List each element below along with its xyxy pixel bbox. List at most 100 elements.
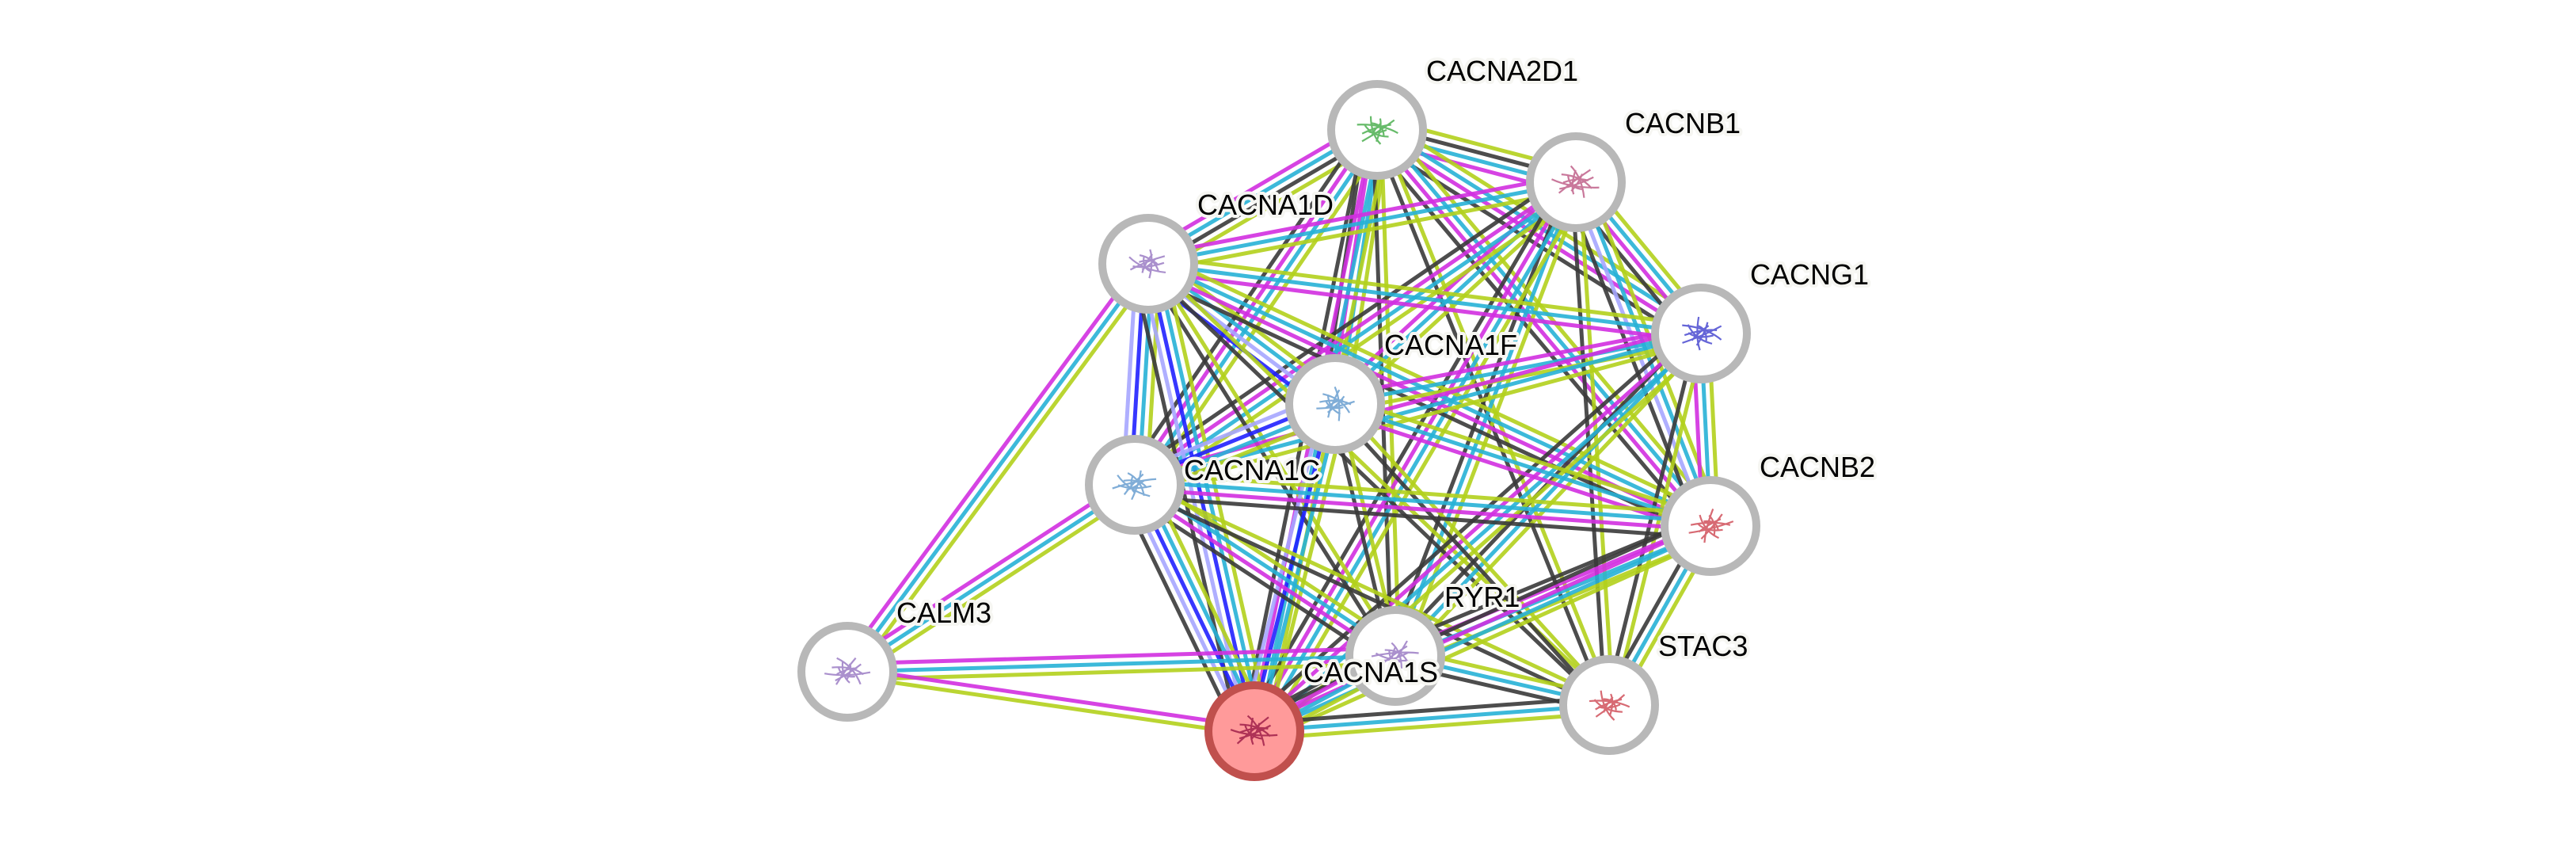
edge-evidence-experiments — [1134, 486, 1710, 532]
protein-structure-blue-icon — [1682, 316, 1722, 351]
edge-CACNA1F-CACNA1S[interactable] — [1241, 400, 1349, 735]
protein-structure-purple-icon — [1128, 249, 1166, 279]
edge-CALM3-RYR1[interactable] — [847, 646, 1396, 682]
edge-evidence-experiments — [1249, 179, 1574, 730]
edge-evidence-database — [847, 654, 1396, 674]
edge-evidence-experiments — [1147, 269, 1701, 344]
node-label: CACNA1C — [1184, 454, 1320, 486]
edge-evidence-database — [1256, 404, 1341, 733]
edge-evidence-experiments — [839, 257, 1143, 669]
edge-evidence-experiments — [1251, 520, 1710, 730]
node-cacng1[interactable]: CACNG1 — [1651, 255, 1872, 383]
edge-CACNA1C-CACNB2[interactable] — [1133, 471, 1712, 540]
node-label: RYR1 — [1444, 581, 1520, 613]
node-cacna1d[interactable]: CACNA1D — [1098, 185, 1337, 314]
node-stac3[interactable]: STAC3 — [1559, 627, 1751, 755]
edge-CACNB1-CACNA1D[interactable] — [1146, 172, 1578, 274]
node-label: CACNA2D1 — [1426, 55, 1578, 87]
protein-structure-multicolor-icon — [1112, 470, 1157, 501]
edge-evidence-cooccurrence — [1248, 402, 1334, 731]
edge-CACNA1C-STAC3[interactable] — [1132, 479, 1612, 711]
edge-CACNA1F-STAC3[interactable] — [1330, 399, 1614, 710]
node-circle[interactable] — [1285, 354, 1385, 454]
edge-evidence-database — [1255, 334, 1705, 736]
edge-evidence-textmining — [852, 267, 1157, 678]
edge-evidence-database — [1393, 181, 1578, 657]
node-label: CACNB1 — [1625, 107, 1741, 139]
edge-evidence-textmining — [1254, 711, 1610, 741]
edge-evidence-coexpression — [1132, 486, 1608, 711]
protein-structure-red-icon — [1688, 509, 1734, 543]
edge-evidence-textmining — [1336, 339, 1703, 414]
node-circle[interactable] — [1345, 606, 1445, 706]
edge-evidence-database — [1378, 126, 1715, 525]
edge-evidence-coexpression — [1570, 182, 1608, 706]
edge-evidence-database — [1135, 478, 1711, 524]
node-label: CALM3 — [896, 597, 991, 629]
node-circle[interactable] — [1559, 655, 1659, 755]
protein-structure-purple-icon — [824, 657, 871, 685]
node-cacna1f[interactable]: CACNA1F — [1285, 326, 1520, 454]
edge-evidence-experiments — [1374, 132, 1700, 339]
edge-evidence-database — [846, 482, 1136, 674]
edge-CACNA1D-RYR1[interactable] — [1143, 261, 1401, 659]
edge-evidence-experiments — [1250, 329, 1700, 730]
node-circle[interactable] — [1651, 284, 1751, 383]
edge-evidence-textmining — [850, 490, 1140, 680]
node-ryr1[interactable]: RYR1 — [1345, 577, 1523, 706]
node-circle[interactable] — [797, 622, 897, 722]
edge-CACNB1-CACNA1S[interactable] — [1242, 175, 1589, 738]
edge-CACNG1-CACNA1S[interactable] — [1245, 322, 1710, 742]
edge-CACNA1C-CALM3[interactable] — [842, 476, 1140, 680]
edge-evidence-coexpression — [1254, 695, 1609, 726]
node-label: CACNA1S — [1303, 656, 1438, 688]
edge-CACNA1D-CALM3[interactable] — [839, 257, 1157, 678]
node-cacna1c[interactable]: CACNA1C — [1085, 435, 1323, 535]
edge-evidence-database — [1147, 180, 1577, 266]
node-cacna2d1[interactable]: CACNA2D1 — [1327, 51, 1581, 180]
node-circle[interactable] — [1526, 132, 1626, 232]
edge-evidence-database — [1394, 332, 1703, 658]
edge-CACNB2-CACNA1S[interactable] — [1248, 513, 1717, 744]
edge-evidence-textmining — [1384, 120, 1722, 520]
edge-evidence-database — [1256, 183, 1581, 734]
edge-evidence-textmining — [1337, 395, 1714, 520]
node-circle[interactable] — [1085, 435, 1185, 535]
edge-evidence-coexpression — [1386, 178, 1570, 654]
edge-evidence-experiments — [1333, 323, 1700, 398]
edge-evidence-experiments — [1146, 172, 1575, 258]
edge-STAC3-CACNA1S[interactable] — [1254, 695, 1610, 741]
edge-evidence-textmining — [1136, 479, 1612, 703]
edge-evidence-database — [1378, 124, 1704, 332]
node-circle[interactable] — [1327, 80, 1427, 180]
node-label: CACNA1F — [1384, 329, 1517, 361]
edge-evidence-textmining — [1135, 471, 1712, 516]
edge-evidence-coexpression — [1369, 138, 1696, 345]
edge-evidence-coexpression — [1330, 405, 1608, 710]
edge-evidence-coexpression — [1133, 494, 1710, 540]
protein-structure-purple-icon — [1371, 640, 1419, 673]
edge-evidence-textmining — [1140, 190, 1584, 497]
edge-CACNA1F-CACNB2[interactable] — [1332, 395, 1714, 536]
node-circle[interactable] — [1661, 476, 1760, 576]
node-cacnb1[interactable]: CACNB1 — [1526, 104, 1744, 232]
edges-layer — [839, 116, 1724, 744]
edge-evidence-experiments — [1129, 126, 1376, 484]
edge-CACNA1D-CACNG1[interactable] — [1147, 253, 1703, 344]
edge-CACNG1-CACNA1F[interactable] — [1333, 323, 1703, 414]
edge-evidence-textmining — [1339, 186, 1583, 412]
edge-evidence-experiments — [847, 646, 1395, 666]
edge-evidence-coexpression — [1143, 265, 1394, 659]
node-circle[interactable] — [1204, 681, 1304, 781]
node-cacna1s[interactable]: CACNA1S — [1204, 653, 1441, 781]
edge-evidence-textmining — [1399, 337, 1709, 663]
node-circle[interactable] — [1098, 214, 1198, 314]
edge-evidence-database — [1254, 703, 1610, 734]
edge-evidence-coexpression — [1143, 265, 1608, 710]
edge-evidence-database — [1255, 528, 1714, 737]
node-calm3[interactable]: CALM3 — [797, 593, 995, 722]
node-cacnb2[interactable]: CACNB2 — [1661, 448, 1878, 576]
edge-evidence-database — [1136, 184, 1580, 490]
edge-CALM3-CACNA1S[interactable] — [846, 665, 1256, 738]
